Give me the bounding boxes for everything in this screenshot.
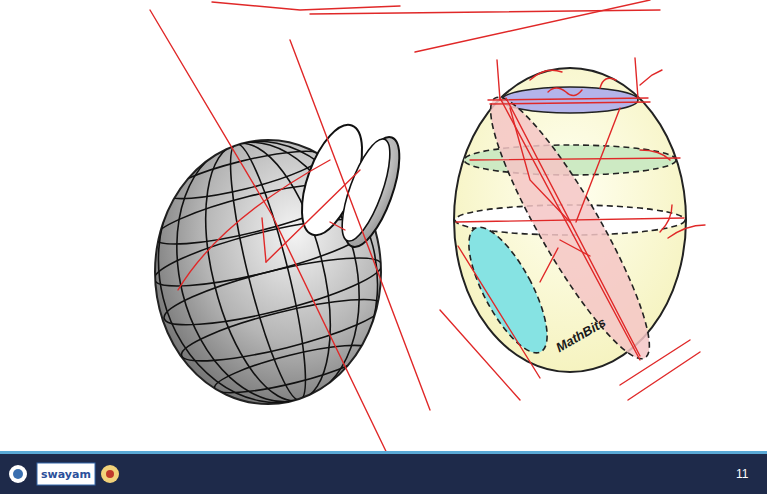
bar-line: [0, 451, 767, 454]
logo-emblem: [9, 465, 27, 483]
logo-emblem-core: [106, 470, 114, 478]
grid-sphere: [131, 117, 410, 426]
logo-box: [37, 463, 95, 485]
logo-text: swayam: [41, 469, 91, 480]
page-number: 11: [736, 468, 748, 480]
footer-bar: [0, 454, 767, 494]
pen-annotations: [150, 0, 705, 470]
logo-emblem-core: [13, 469, 23, 479]
logo-emblem: [101, 465, 119, 483]
circles-sphere: [454, 68, 686, 373]
